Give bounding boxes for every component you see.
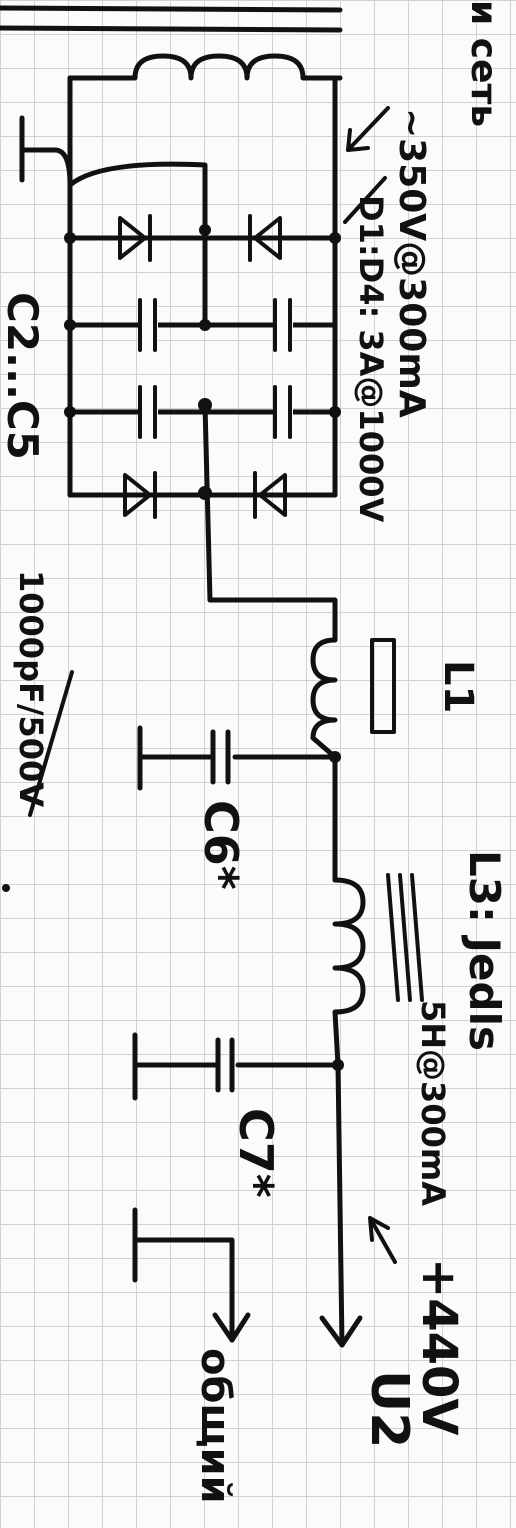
cap-spec-slash — [28, 670, 74, 817]
junction-dots — [64, 224, 344, 1071]
l1-label: L1 — [435, 660, 481, 713]
capacitor-c6 — [137, 725, 338, 791]
transformer-pointer — [346, 106, 390, 152]
diode-spec-label: D1:D4: 3A@1000V — [352, 195, 390, 522]
stray-mark — [2, 884, 10, 892]
capacitor-row-2 — [67, 298, 338, 352]
chassis-ground-symbol — [19, 115, 208, 233]
cap-spec-id-label: C2...C5 — [0, 292, 47, 460]
output-line — [319, 1062, 363, 1348]
l3-id-label: L3: Jedls — [460, 850, 509, 1051]
output-label: U2 — [359, 1370, 419, 1448]
transformer-winding — [67, 53, 343, 81]
diode-pointer — [343, 176, 387, 224]
diode-row-4 — [123, 471, 287, 519]
voltage-label: +440V — [411, 1258, 467, 1436]
l3-pointer — [368, 1216, 397, 1264]
header-corner-text: и сеть — [463, 0, 504, 127]
choke-l3 — [332, 754, 424, 1068]
cap-spec-val-label: 1000pF/500V — [12, 570, 50, 807]
ground-output — [132, 1207, 251, 1343]
c6-label: C6* — [194, 800, 248, 890]
c7-label: C7* — [229, 1108, 283, 1198]
l3-val-label: 5H@300mA — [414, 1000, 452, 1206]
inductor-l1 — [310, 637, 396, 760]
capacitor-row-3 — [67, 385, 338, 439]
bridge-center-node — [202, 227, 338, 643]
transformer-rating-label: ~350V@300mA — [391, 108, 432, 418]
capacitor-c7 — [132, 1032, 341, 1101]
header-rule — [0, 5, 343, 33]
ground-label: общий — [192, 1348, 238, 1504]
